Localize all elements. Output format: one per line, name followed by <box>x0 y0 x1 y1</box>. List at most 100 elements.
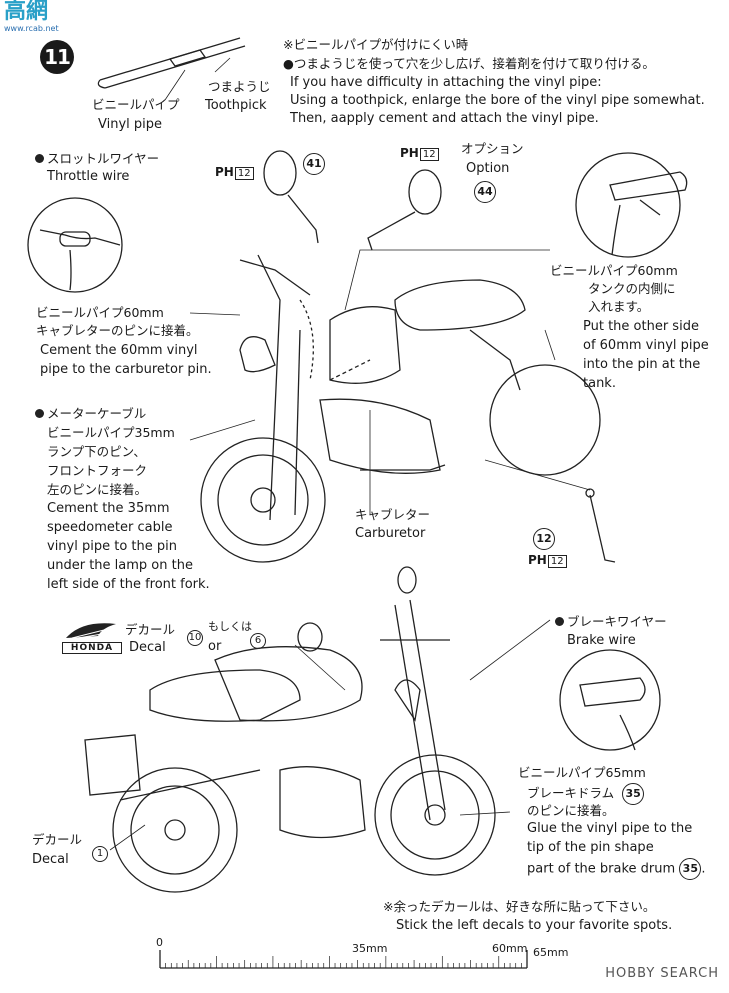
toothpick-label-jp: つまようじ <box>208 79 271 94</box>
decal-or-jp: もしくは <box>208 620 252 633</box>
meter-en5: left side of the front fork. <box>47 577 210 592</box>
brake-detail-circle <box>559 649 661 751</box>
brake-pipe-en3-text: part of the brake drum <box>527 861 676 877</box>
meter-jp1: メーターケーブル <box>35 405 146 423</box>
carburetor-label-en: Carburetor <box>355 526 426 541</box>
bullet-icon <box>555 617 564 626</box>
carb-pipe-jp1: ビニールパイプ60mm <box>36 305 164 320</box>
hobby-search-logo: HOBBY SEARCH <box>605 966 719 981</box>
hobby-search-text: HOBBY SEARCH <box>605 966 719 981</box>
note-top-jp1: ※ビニールパイプが付けにくい時 <box>283 37 469 52</box>
carb-pipe-jp2: キャブレターのピンに接着。 <box>36 323 199 338</box>
decal-1-number: 1 <box>92 843 108 862</box>
tank-pipe-jp3: 入れます。 <box>588 299 650 314</box>
throttle-label-en: Throttle wire <box>47 169 130 184</box>
meter-en1: Cement the 35mm <box>47 501 170 516</box>
mirror-44 <box>367 169 442 251</box>
part-number-circle: 1 <box>92 845 108 862</box>
honda-logo: HONDA <box>62 618 122 654</box>
carb-pipe-en2: pipe to the carburetor pin. <box>40 362 212 377</box>
watermark-text: 高網 <box>4 0 49 24</box>
brake-pipe-jp1: ビニールパイプ65mm <box>518 765 646 780</box>
throttle-detail-circle <box>27 197 123 293</box>
note-top-jp2: ●つまようじを使って穴を少し広げ、接着剤を付けて取り付ける。 <box>283 56 655 71</box>
site-watermark: 高網 www.rcab.net <box>4 0 84 40</box>
tank-pipe-en3: into the pin at the <box>583 357 701 372</box>
step-number-badge: 11 <box>40 40 74 74</box>
ruler-label-35: 35mm <box>352 942 388 955</box>
part-number-circle: 6 <box>250 632 266 649</box>
ph-text: PH <box>400 146 419 160</box>
part-12-stand <box>585 488 616 563</box>
ruler-label-60: 60mm <box>492 942 528 955</box>
note-top-en3: Then, aapply cement and attach the vinyl… <box>290 111 599 126</box>
brake-pipe-jp2: ブレーキドラム 35 <box>527 783 645 805</box>
meter-jp5: 左のピンに接着。 <box>47 482 148 497</box>
note-bottom-en: Stick the left decals to your favorite s… <box>396 918 673 933</box>
decal-or-en: or <box>208 639 222 654</box>
note-top-en1: If you have difficulty in attaching the … <box>290 75 602 90</box>
tank-pipe-en2: of 60mm vinyl pipe <box>583 338 709 353</box>
option-label-jp: オプション <box>461 141 524 156</box>
leader-lines <box>109 249 591 851</box>
motorcycle-top <box>200 254 601 563</box>
honda-logo-text: HONDA <box>62 642 122 654</box>
tank-detail-circle <box>575 152 688 258</box>
ph-text: PH <box>215 165 234 179</box>
tank-pipe-en1: Put the other side <box>583 319 699 334</box>
decal-top-jp: デカール <box>125 622 176 637</box>
meter-en3: vinyl pipe to the pin <box>47 539 177 554</box>
throttle-label-jp: スロットルワイヤー <box>35 150 159 168</box>
brake-jp-text: ブレーキワイヤー <box>567 614 667 629</box>
brake-pipe-en1: Glue the vinyl pipe to the <box>527 821 693 836</box>
ph-text: PH <box>528 553 547 567</box>
toothpick-label-en: Toothpick <box>205 98 267 113</box>
ph-box: 12 <box>547 555 567 568</box>
decal-bottom-en: Decal <box>32 852 69 867</box>
ruler-label-0: 0 <box>156 936 163 949</box>
motorcycle-bottom <box>84 566 496 893</box>
brake-pipe-en3: part of the brake drum 35. <box>527 858 705 880</box>
vinyl-pipe-label-jp: ビニールパイプ <box>92 97 180 112</box>
brake-pipe-jp2-text: ブレーキドラム <box>527 785 615 801</box>
meter-jp3: ランプ下のピン、 <box>47 444 146 459</box>
watermark-url: www.rcab.net <box>4 24 59 33</box>
part-number-circle: 44 <box>474 181 496 203</box>
ruler-label-65: 65mm <box>533 946 569 959</box>
decal-top-en: Decal <box>129 640 166 655</box>
brake-pipe-jp3: のピンに接着。 <box>527 803 615 818</box>
part-number-circle: 41 <box>303 153 325 175</box>
tank-pipe-jp2: タンクの内側に <box>588 281 676 296</box>
decal-bottom-jp: デカール <box>32 832 83 847</box>
part-number-circle: 10 <box>187 629 203 646</box>
note-bottom-jp: ※余ったデカールは、好きな所に貼って下さい。 <box>383 899 656 914</box>
vinyl-pipe-illustration <box>97 37 246 101</box>
meter-jp4: フロントフォーク <box>47 463 148 478</box>
brake-label-en: Brake wire <box>567 633 636 648</box>
vinyl-pipe-label-en: Vinyl pipe <box>98 117 163 132</box>
ph-box: 12 <box>234 167 254 180</box>
part-12-number: 12 <box>533 528 555 550</box>
meter-jp1-text: メーターケーブル <box>47 406 147 421</box>
meter-jp2: ビニールパイプ35mm <box>47 425 175 440</box>
note-top-en2: Using a toothpick, enlarge the bore of t… <box>290 93 705 108</box>
brake-label-jp: ブレーキワイヤー <box>555 613 667 631</box>
honda-wing-icon <box>66 623 116 639</box>
part-number-circle: 35 <box>622 783 645 805</box>
bullet-icon <box>35 154 44 163</box>
bullet-icon <box>35 409 44 418</box>
tank-pipe-en4: tank. <box>583 376 616 391</box>
mirror-41 <box>263 150 319 244</box>
tank-pipe-jp1: ビニールパイプ60mm <box>550 263 678 278</box>
meter-en2: speedometer cable <box>47 520 173 535</box>
ph-box: 12 <box>419 148 439 161</box>
brake-pipe-en2: tip of the pin shape <box>527 840 654 855</box>
meter-en4: under the lamp on the <box>47 558 193 573</box>
decal-6-number: 6 <box>250 630 266 649</box>
decal-10-number: 10 <box>187 627 203 646</box>
option-label-en: Option <box>466 161 510 176</box>
part-44-number: 44 <box>474 181 496 203</box>
